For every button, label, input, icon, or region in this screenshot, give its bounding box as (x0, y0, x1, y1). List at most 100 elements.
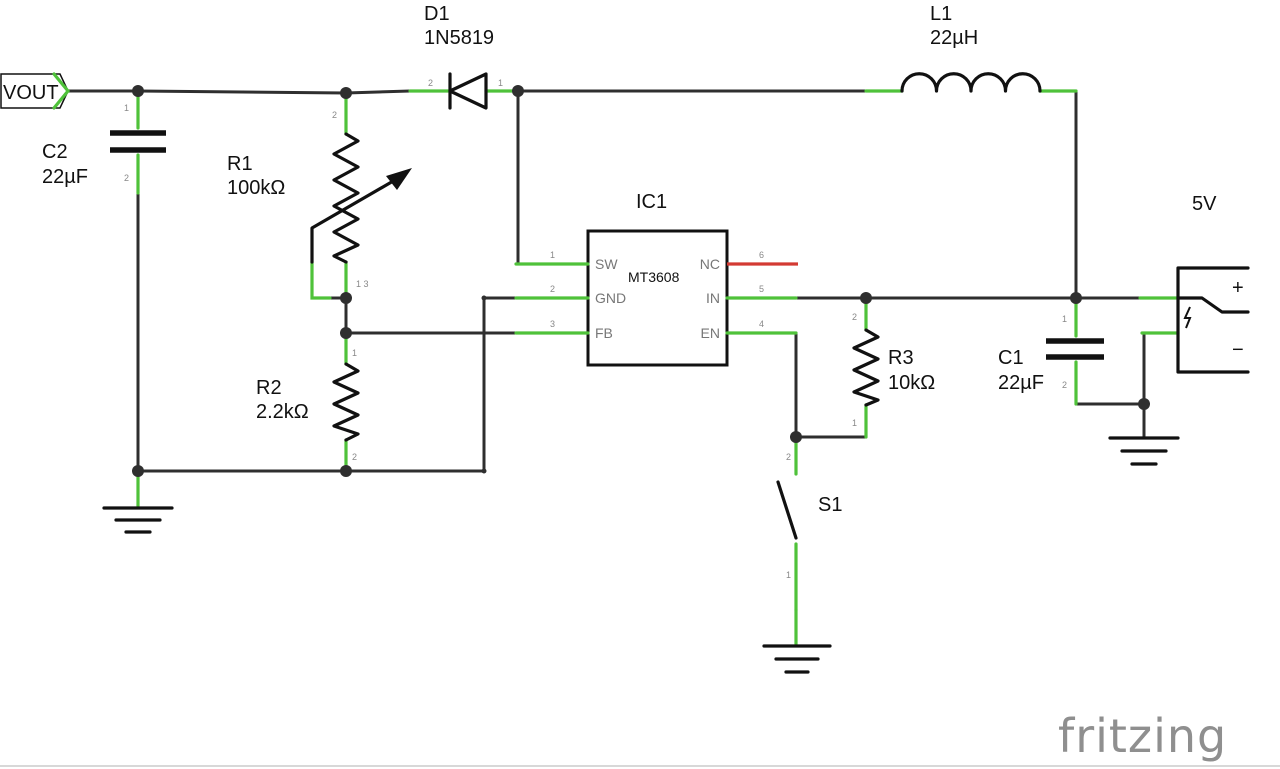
supply-label: 5V (1192, 193, 1217, 215)
ground-right-symbol (1108, 436, 1180, 466)
wire-bend-dot (481, 295, 487, 301)
c1-pin-num-2: 2 (1062, 380, 1067, 390)
ic1-pin-num-4: 4 (759, 319, 764, 329)
ic1-pin-label-sw: SW (595, 256, 618, 272)
r2-pin-num-1: 1 (352, 348, 357, 358)
r1-zigzag (332, 132, 360, 264)
c1-ref: C1 (998, 347, 1024, 369)
wire-fb (344, 296, 518, 335)
capacitor-c2[interactable]: 1 2 C2 22µF (42, 89, 166, 195)
supply-plus-sign: + (1232, 277, 1244, 299)
junction-dot (132, 465, 144, 477)
l1-coils (900, 72, 1042, 93)
ic1-pin-label-in: IN (706, 290, 720, 306)
s1-pin-num-1: 1 (786, 570, 791, 580)
r3-pin-num-2: 2 (852, 312, 857, 322)
junction-dot (340, 292, 352, 304)
r3-ref: R3 (888, 347, 914, 369)
ic1-pin-label-gnd: GND (595, 290, 626, 306)
r2-zigzag (332, 362, 360, 442)
ic1-pin-label-en: EN (701, 325, 720, 341)
c2-pin-num-2: 2 (124, 173, 129, 183)
vout-label: VOUT (3, 82, 59, 104)
ic1-body (586, 229, 729, 367)
d1-ref: D1 (424, 3, 450, 25)
c1-plates (1046, 338, 1104, 360)
d1-value: 1N5819 (424, 27, 494, 49)
junction-dot (790, 431, 802, 443)
s1-ref: S1 (818, 494, 842, 516)
potentiometer-r1[interactable]: 2 1 3 R1 100kΩ (227, 91, 412, 300)
junction-dot (512, 85, 524, 97)
junction-dot (340, 327, 352, 339)
vout-net-label[interactable]: VOUT (0, 72, 71, 110)
r1-arrowhead (386, 168, 412, 190)
r3-pin-num-1: 1 (852, 418, 857, 428)
c1-value: 22µF (998, 372, 1044, 394)
c1-pin-num-1: 1 (1062, 314, 1067, 324)
switch-s1[interactable]: 2 1 S1 (776, 435, 842, 612)
wire-gnd-left (136, 191, 518, 473)
r1-pin-3 (310, 260, 332, 300)
r1-value: 100kΩ (227, 177, 285, 199)
l1-value: 22µH (930, 27, 978, 49)
wire-bend-dot (481, 468, 487, 474)
r3-zigzag (852, 328, 880, 407)
resistor-r2[interactable]: 1 2 R2 2.2kΩ (256, 331, 360, 473)
l1-ref: L1 (930, 3, 952, 25)
supply-bolt-icon (1183, 306, 1192, 329)
junction-dot (340, 465, 352, 477)
ic-ic1[interactable]: 1 2 3 6 5 4 SW GND FB NC IN EN MT3608 IC… (514, 191, 798, 367)
supply-minus-sign: − (1232, 339, 1244, 361)
d1-symbol (448, 72, 488, 110)
ic1-pin-num-6: 6 (759, 250, 764, 260)
ic1-pin-num-2: 2 (550, 284, 555, 294)
r2-value: 2.2kΩ (256, 401, 309, 423)
supply-body (1176, 266, 1250, 374)
ic1-pin-label-fb: FB (595, 325, 613, 341)
c2-ref: C2 (42, 141, 68, 163)
d1-pin-num-1: 1 (498, 78, 503, 88)
r1-wiper-arrow (310, 178, 397, 264)
net-label-pin (52, 72, 71, 110)
d1-pin-num-2: 2 (428, 78, 433, 88)
junction-dot (1070, 292, 1082, 304)
junctions (132, 85, 1150, 477)
supply-contact (1176, 296, 1250, 314)
c2-pin-num-1: 1 (124, 103, 129, 113)
capacitor-c1[interactable]: 1 2 C1 22µF (998, 296, 1104, 406)
r2-pin-num-2: 2 (352, 452, 357, 462)
r2-ref: R2 (256, 377, 282, 399)
ic1-pin-num-1: 1 (550, 250, 555, 260)
r1-pin-num-13: 1 3 (356, 279, 369, 289)
c2-value: 22µF (42, 166, 88, 188)
ground-center (762, 608, 832, 674)
inductor-l1[interactable]: L1 22µH (864, 3, 1078, 93)
ic1-ref: IC1 (636, 191, 667, 213)
r1-pin-num-2: 2 (332, 110, 337, 120)
resistor-r3[interactable]: 2 1 R3 10kΩ (852, 296, 935, 439)
junction-dot (132, 85, 144, 97)
ic1-pin-num-5: 5 (759, 284, 764, 294)
r1-ref: R1 (227, 153, 253, 175)
junction-dot (860, 292, 872, 304)
junction-dot (340, 87, 352, 99)
wire-vout-net (64, 89, 412, 95)
ic1-part: MT3608 (628, 269, 680, 285)
s1-blade (776, 480, 798, 540)
ground-center-symbol (762, 644, 832, 674)
junction-dot (1138, 398, 1150, 410)
ic1-pin-num-3: 3 (550, 319, 555, 329)
net-label-flag (0, 73, 69, 109)
fritzing-watermark: fritzing (1058, 709, 1227, 763)
c2-plates (110, 130, 166, 153)
diode-d1[interactable]: 2 1 D1 1N5819 (408, 3, 520, 110)
r3-value: 10kΩ (888, 372, 935, 394)
power-jack-5v[interactable]: + − 5V (1138, 193, 1250, 374)
ground-left (102, 469, 174, 534)
ic1-pin-label-nc: NC (700, 256, 720, 272)
ground-left-symbol (102, 506, 174, 534)
s1-pin-num-2: 2 (786, 452, 791, 462)
